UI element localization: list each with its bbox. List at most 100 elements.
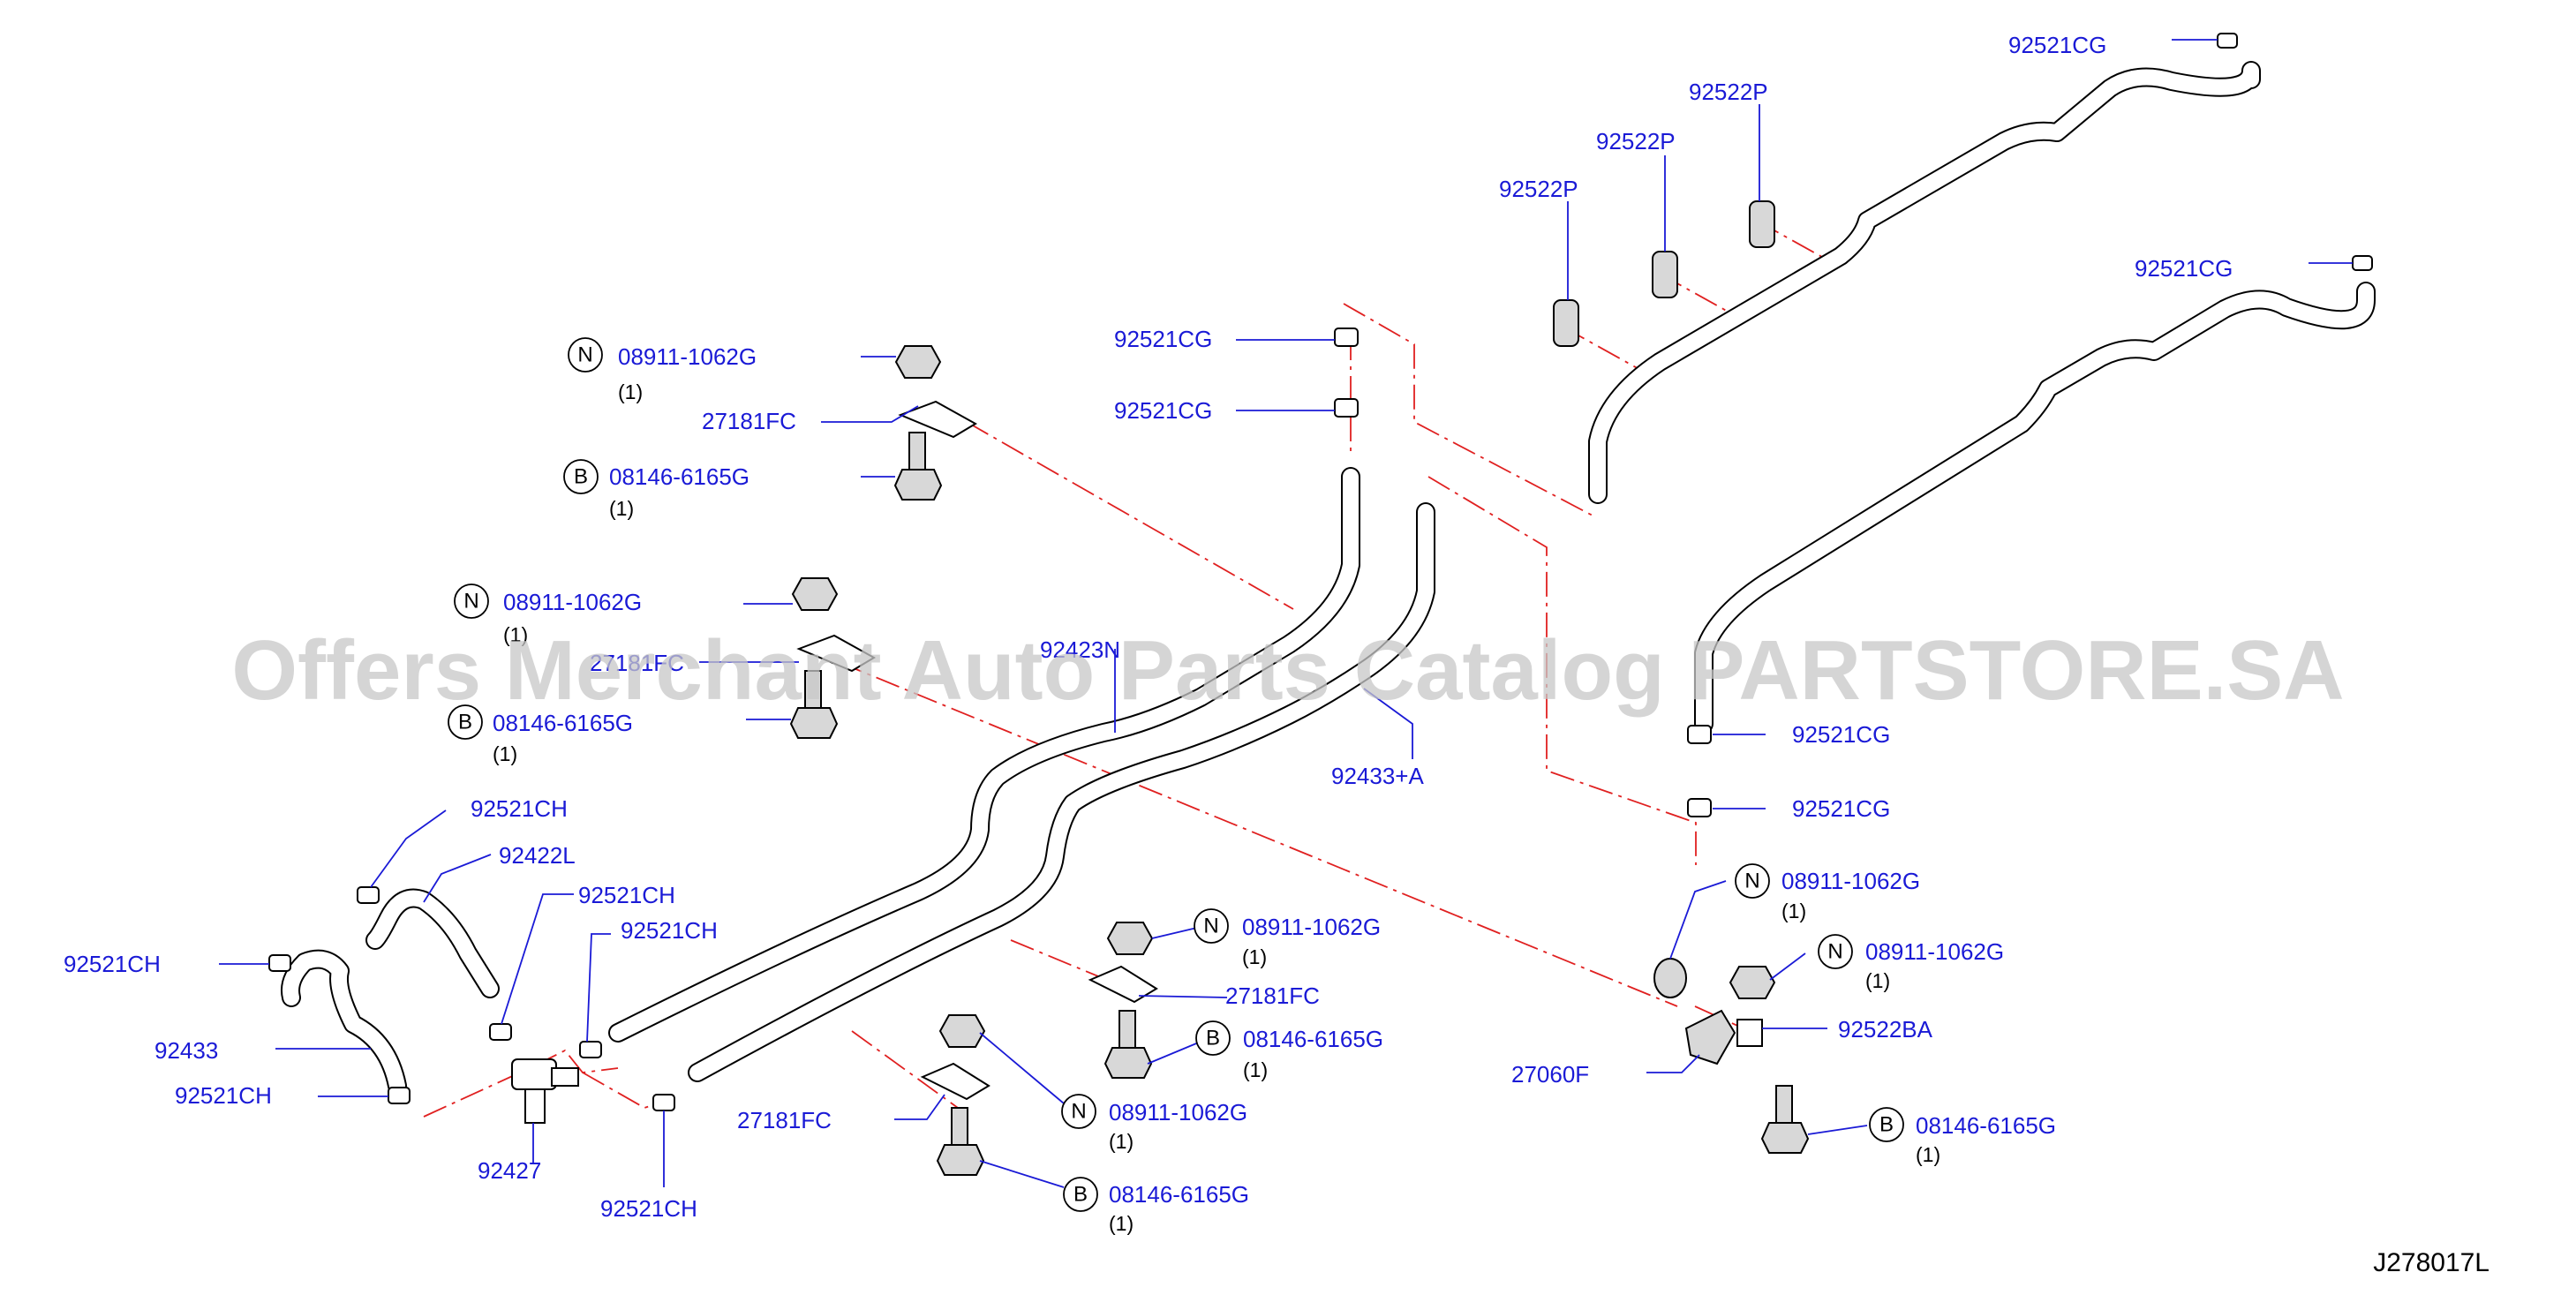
part-number-label: 92522P	[1689, 79, 1768, 105]
part-number-label: 08146-6165G	[609, 463, 749, 490]
diagram-code: J278017L	[2373, 1248, 2489, 1277]
watermark-text: Offers Merchant Auto Parts Catalog PARTS…	[231, 623, 2344, 718]
hose-clamp-icon	[2352, 255, 2373, 271]
hose-clamp-icon	[1334, 328, 1359, 347]
bolt-head-icon	[1760, 1122, 1810, 1154]
quantity-label: (1)	[1916, 1143, 1940, 1166]
part-number-label: 08911-1062G	[503, 589, 642, 615]
bolt-badge	[1063, 1177, 1098, 1212]
part-number-label: 92433+A	[1331, 763, 1424, 789]
part-number-label: 27181FC	[702, 408, 796, 434]
part-number-label: 08146-6165G	[1916, 1112, 2056, 1139]
hex-nut-icon	[894, 345, 942, 379]
grommet-icon	[1653, 958, 1687, 998]
part-number-label: 92522P	[1499, 176, 1578, 202]
svg-text:N: N	[1203, 915, 1218, 938]
bolt-head-icon	[1103, 1047, 1153, 1079]
hose-clamp-icon	[1687, 798, 1712, 817]
svg-text:N: N	[577, 343, 592, 367]
hose-clamp-icon	[1687, 725, 1712, 744]
quantity-label: (1)	[1109, 1212, 1134, 1235]
part-number-label: 92521CG	[1114, 326, 1212, 352]
hose-clamp-icon	[652, 1094, 675, 1111]
bracket-icon	[1088, 965, 1158, 1004]
t-joint-icon	[524, 1088, 546, 1124]
lower-right-tube	[1694, 282, 2376, 734]
hose-clamp-icon	[2217, 33, 2238, 49]
part-number-label: 92521CH	[471, 795, 568, 822]
svg-text:N: N	[1744, 870, 1759, 893]
hex-nut-icon	[1106, 922, 1154, 955]
t-joint-icon	[511, 1058, 557, 1090]
part-number-label: 92422L	[499, 842, 576, 869]
main-hose-a	[608, 467, 1360, 1043]
hex-nut-icon	[791, 577, 839, 611]
hose-clamp-icon	[489, 1023, 512, 1041]
bolt-badge	[563, 459, 599, 494]
nut-badge	[1061, 1094, 1096, 1129]
svg-text:N: N	[1071, 1100, 1086, 1124]
bracket-icon	[1684, 1009, 1736, 1065]
part-labels: 92521CG 92522P 92522P 92522P 92521CG 089…	[64, 32, 2233, 1235]
part-number-label: 92522P	[1596, 128, 1676, 154]
bracket-icon	[898, 400, 977, 439]
hose-clamp-icon	[388, 1087, 411, 1104]
part-number-label: 27181FC	[737, 1107, 832, 1133]
part-glyphs	[268, 33, 2373, 1176]
part-number-label: 92521CG	[2135, 255, 2233, 282]
nut-badge	[1735, 863, 1770, 899]
bolt-shank-icon	[1119, 1010, 1136, 1049]
part-number-label: 92521CH	[621, 917, 718, 944]
quantity-label: (1)	[1781, 900, 1806, 922]
svg-text:B: B	[1073, 1183, 1088, 1207]
hose-clamp-icon	[579, 1041, 602, 1058]
part-number-label: 92521CH	[600, 1195, 697, 1222]
part-number-label: 92427	[478, 1157, 541, 1184]
quantity-label: (1)	[1865, 969, 1890, 992]
svg-text:B: B	[1879, 1113, 1894, 1137]
t-joint-icon	[551, 1067, 579, 1087]
bracket-icon	[796, 634, 876, 673]
badges: N B N B N B N B N N B	[448, 337, 1904, 1212]
part-number-label: 27181FC	[590, 650, 684, 676]
part-number-label: 08146-6165G	[1109, 1181, 1249, 1208]
svg-text:B: B	[458, 711, 472, 734]
bolt-badge	[1869, 1107, 1904, 1142]
bolt-shank-icon	[1775, 1085, 1793, 1124]
quantity-label: (1)	[618, 380, 643, 403]
part-number-label: 27060F	[1511, 1061, 1589, 1088]
quantity-label: (1)	[1242, 945, 1267, 968]
svg-text:B: B	[574, 465, 588, 489]
hose-92433	[281, 949, 407, 1095]
bracket-icon	[1736, 1019, 1763, 1047]
quantity-label: (1)	[493, 742, 517, 765]
part-number-label: 08146-6165G	[1243, 1026, 1383, 1052]
hose-clamp-icon	[1334, 398, 1359, 418]
tube-clip-icon	[1749, 200, 1775, 248]
hex-nut-icon	[1729, 966, 1776, 999]
part-number-label: 92521CG	[1114, 397, 1212, 424]
part-number-label: 92521CG	[1792, 795, 1890, 822]
bolt-shank-icon	[908, 432, 926, 471]
upper-right-tube	[1588, 61, 2261, 504]
part-number-label: 08911-1062G	[1109, 1099, 1247, 1126]
quantity-label: (1)	[503, 623, 528, 646]
quantity-label: (1)	[609, 497, 634, 520]
bolt-badge	[1195, 1020, 1231, 1056]
nut-badge	[1194, 908, 1229, 944]
hex-nut-icon	[938, 1014, 986, 1048]
bolt-shank-icon	[951, 1107, 968, 1146]
nut-badge	[1818, 934, 1853, 969]
main-hose-b	[688, 502, 1435, 1082]
part-number-label: 92423N	[1040, 636, 1120, 663]
part-number-label: 27181FC	[1225, 982, 1320, 1009]
part-number-label: 92521CH	[64, 951, 161, 977]
svg-text:N: N	[463, 590, 478, 614]
part-number-label: 08146-6165G	[493, 710, 633, 736]
tube-clip-icon	[1553, 299, 1579, 347]
part-number-label: 08911-1062G	[1781, 868, 1920, 894]
bolt-head-icon	[936, 1144, 985, 1176]
part-number-label: 92521CH	[578, 882, 675, 908]
part-number-label: 92521CG	[2008, 32, 2106, 58]
